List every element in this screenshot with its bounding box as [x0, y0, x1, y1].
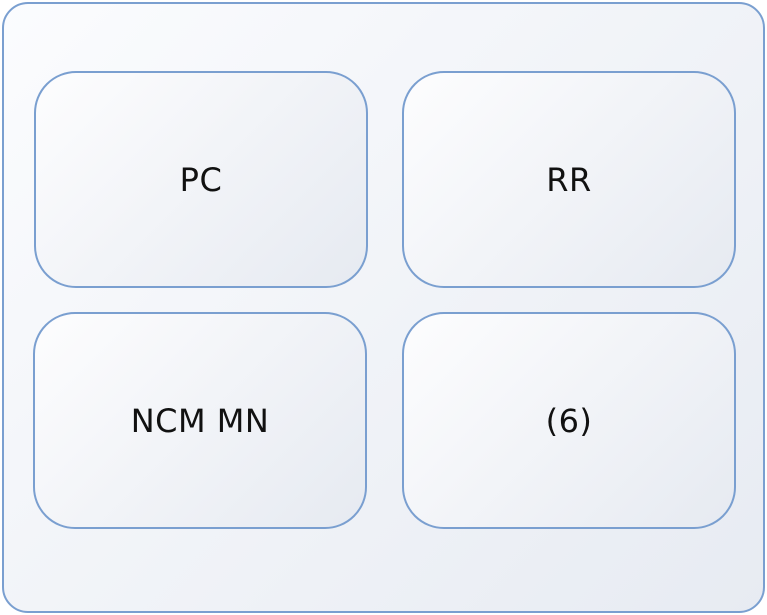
box-rr: RR [402, 71, 736, 288]
box-rr-label: RR [546, 160, 592, 199]
box-pc-label: PC [179, 160, 223, 199]
box-six: (6) [402, 312, 736, 529]
box-ncm-mn: NCM MN [33, 312, 367, 529]
box-ncm-mn-label: NCM MN [130, 401, 270, 440]
box-pc: PC [34, 71, 368, 288]
box-six-label: (6) [545, 401, 593, 440]
